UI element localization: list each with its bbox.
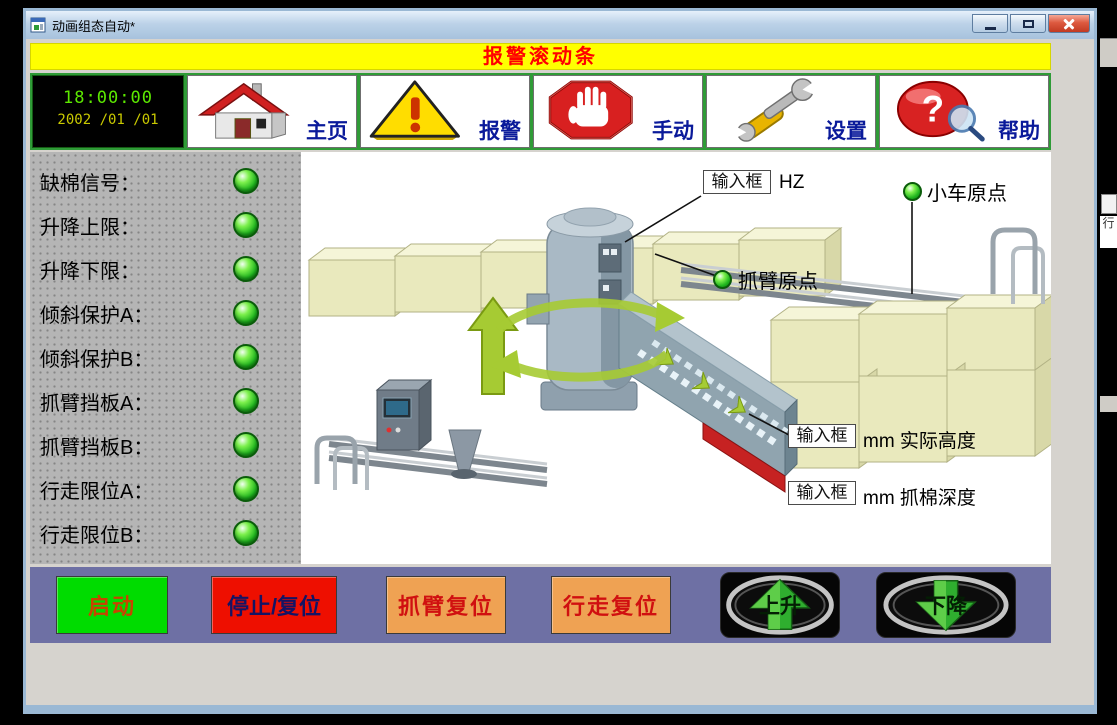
status-panel: 缺棉信号： 升降上限： 升降下限： 倾斜保护A： 倾斜保护B： 抓臂挡板A： 抓… [30, 152, 301, 564]
app-window: 动画组态自动* 报警滚动条 18:00:00 2002 /01 /01 [23, 8, 1097, 714]
pluck-depth-unit-label: mm 抓棉深度 [863, 488, 976, 509]
status-label: 行走限位A： [40, 480, 154, 503]
nav-manual[interactable]: 手动 [533, 75, 703, 148]
frequency-unit-label: HZ [779, 172, 805, 193]
status-led [233, 388, 259, 414]
title-bar[interactable]: 动画组态自动* [26, 11, 1094, 40]
clock-time: 18:00:00 [63, 88, 153, 108]
arm-reset-button[interactable]: 抓臂复位 [386, 576, 506, 634]
status-row: 抓臂挡板B： [30, 423, 301, 467]
stop-reset-button[interactable]: 停止/复位 [211, 576, 337, 634]
down-button[interactable]: 下降 [876, 572, 1016, 638]
travel-rails-left [328, 436, 548, 487]
nav-home[interactable]: 主页 [187, 75, 357, 148]
alarm-banner: 报警滚动条 [30, 43, 1051, 70]
nav-help[interactable]: ? 帮助 [879, 75, 1049, 148]
window-title: 动画组态自动* [52, 18, 136, 34]
control-bar: 启动 停止/复位 抓臂复位 行走复位 上升 [30, 567, 1051, 643]
down-button-label: 下降 [925, 595, 967, 618]
guard-hoops-right [990, 227, 1045, 304]
arm-origin-label: 抓臂原点 [738, 271, 818, 293]
motion-arrows [467, 296, 685, 395]
home-icon [197, 82, 290, 139]
control-cabinet [375, 378, 433, 452]
start-button[interactable]: 启动 [56, 576, 168, 634]
background-window-fragment [1101, 194, 1117, 214]
status-led [233, 520, 259, 546]
status-label: 倾斜保护A： [40, 304, 154, 327]
status-label: 行走限位B： [40, 524, 154, 547]
status-led [233, 168, 259, 194]
arm-red-base [702, 422, 786, 493]
alarm-icon [369, 80, 460, 141]
status-label: 倾斜保护B： [40, 348, 154, 371]
cart-origin-led [903, 182, 922, 201]
status-led [233, 432, 259, 458]
background-window-fragment [1100, 38, 1117, 67]
nav-manual-label: 手动 [652, 120, 694, 143]
status-row: 倾斜保护A： [30, 291, 301, 335]
maximize-icon [1022, 19, 1034, 28]
status-row: 倾斜保护B： [30, 335, 301, 379]
minimize-icon [984, 26, 996, 30]
status-row: 升降上限： [30, 203, 301, 247]
nav-settings-label: 设置 [825, 120, 867, 143]
pluck-depth-input[interactable]: 输入框 [788, 481, 856, 505]
close-icon [1061, 16, 1077, 32]
machine-diagram: 输入框 HZ 小车原点 抓臂原点 输入框 mm 实际高度 输入框 mm 抓棉深度 [301, 152, 1051, 564]
status-row: 升降下限： [30, 247, 301, 291]
actual-height-input[interactable]: 输入框 [788, 424, 856, 448]
status-row: 缺棉信号： [30, 159, 301, 203]
status-led [233, 300, 259, 326]
clock-display: 18:00:00 2002 /01 /01 [32, 75, 184, 148]
client-area: 报警滚动条 18:00:00 2002 /01 /01 [26, 39, 1094, 705]
status-label: 抓臂挡板A： [40, 392, 154, 415]
toolbar: 18:00:00 2002 /01 /01 主页 [30, 73, 1051, 150]
nav-settings[interactable]: 设置 [706, 75, 876, 148]
status-label: 升降上限： [40, 216, 140, 239]
status-row: 抓臂挡板A： [30, 379, 301, 423]
status-row: 行走限位A： [30, 467, 301, 511]
close-button[interactable] [1048, 14, 1090, 33]
background-window-fragment: 行 [1100, 216, 1117, 248]
help-question-icon: ? [896, 80, 985, 142]
status-label: 抓臂挡板B： [40, 436, 154, 459]
discharge-funnel [448, 429, 482, 479]
callout-lines [624, 195, 913, 436]
travel-reset-button[interactable]: 行走复位 [551, 576, 671, 634]
nav-help-label: 帮助 [998, 120, 1040, 143]
status-label: 升降下限： [40, 260, 140, 283]
frequency-input[interactable]: 输入框 [703, 170, 771, 194]
nav-alarm[interactable]: 报警 [360, 75, 530, 148]
up-arrow-icon [726, 575, 834, 635]
status-label: 缺棉信号： [40, 172, 140, 195]
plucker-arm [618, 291, 798, 493]
minimize-button[interactable] [972, 14, 1008, 33]
nav-home-label: 主页 [306, 120, 348, 143]
background-window-fragment [1100, 396, 1117, 412]
actual-height-unit-label: mm 实际高度 [863, 431, 976, 452]
down-arrow-icon [883, 575, 1009, 635]
cart-origin-label: 小车原点 [927, 183, 1007, 205]
nav-alarm-label: 报警 [479, 120, 521, 143]
arm-origin-led [713, 270, 732, 289]
wrench-icon [732, 78, 817, 142]
up-button-label: 上升 [759, 595, 801, 618]
status-led [233, 476, 259, 502]
guard-hoops-left [314, 435, 369, 490]
maximize-button[interactable] [1010, 14, 1046, 33]
status-led [233, 212, 259, 238]
machine-illustration [307, 195, 1051, 493]
status-row: 行走限位B： [30, 511, 301, 555]
app-icon [30, 17, 46, 33]
up-button[interactable]: 上升 [720, 572, 840, 638]
clock-date: 2002 /01 /01 [57, 112, 159, 128]
question-glyph: ? [922, 89, 945, 130]
window-controls [972, 14, 1090, 33]
manual-hand-icon [548, 80, 633, 140]
status-led [233, 344, 259, 370]
status-led [233, 256, 259, 282]
